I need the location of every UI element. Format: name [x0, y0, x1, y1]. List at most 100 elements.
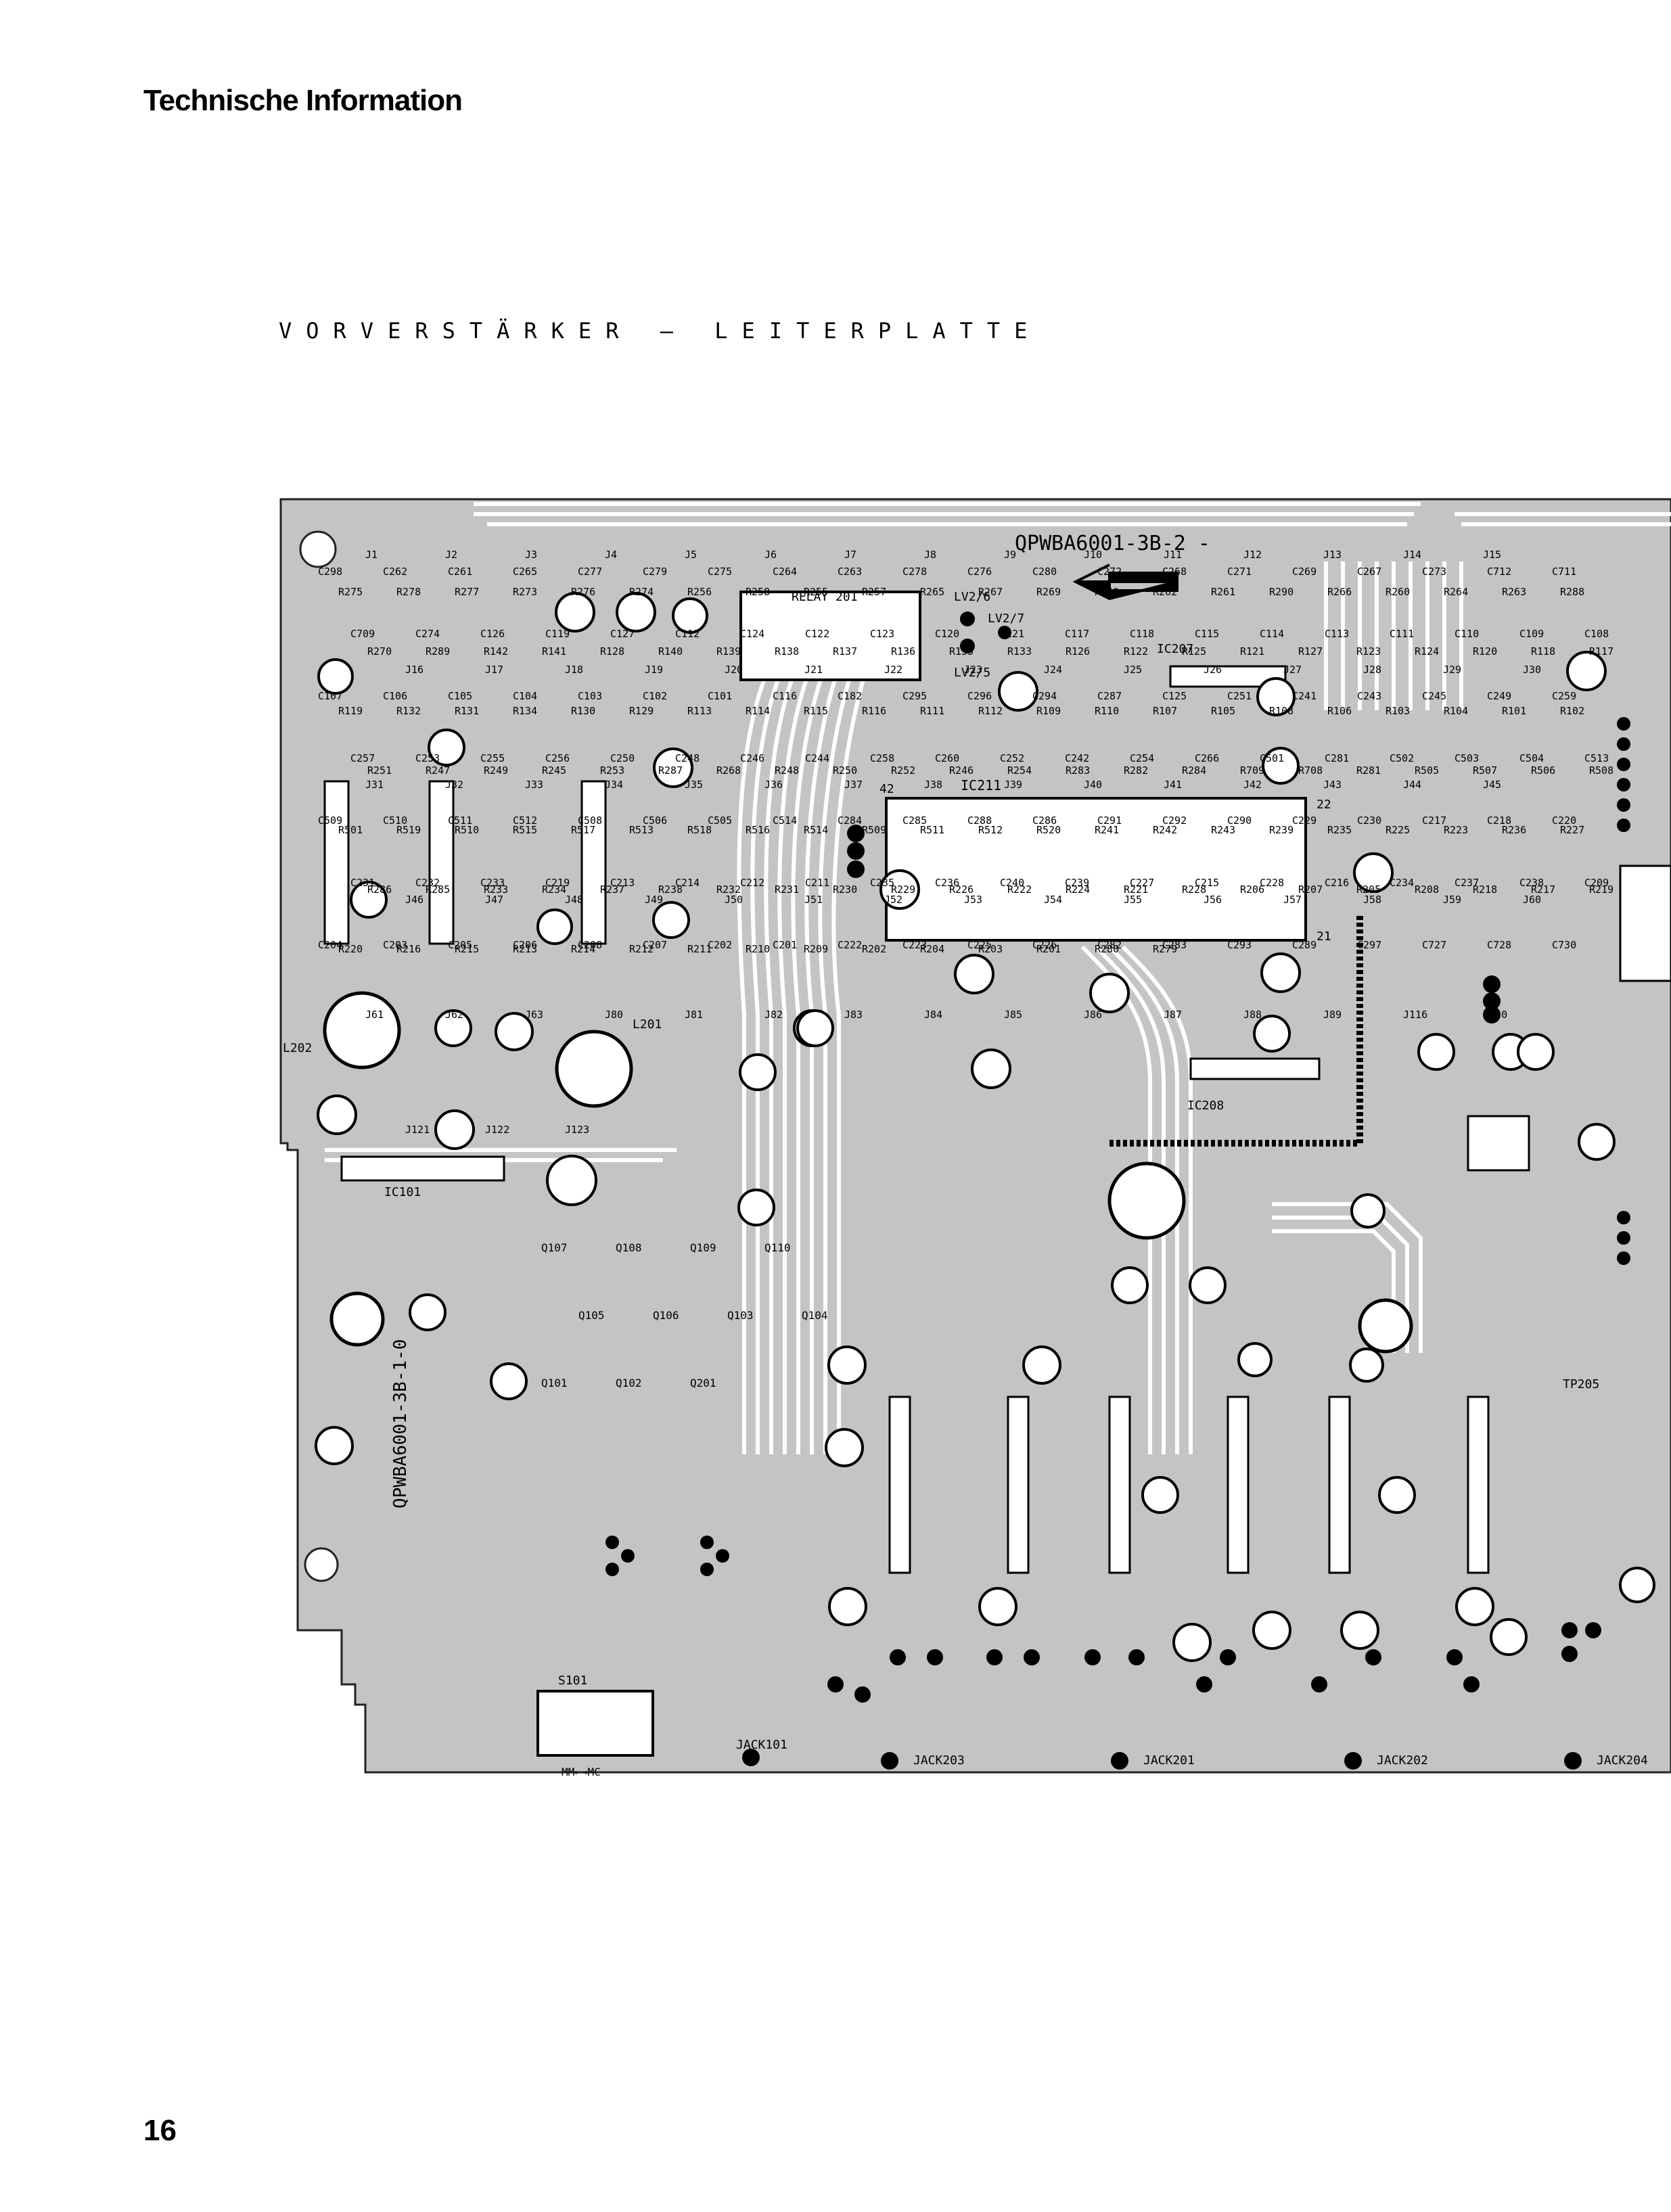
- resistor-label: R282: [1124, 764, 1148, 777]
- resistor-label: R223: [1444, 824, 1468, 836]
- capacitor-label: C273: [1422, 566, 1446, 578]
- jumper-label: J11: [1164, 549, 1182, 561]
- resistor-label: R268: [716, 764, 741, 777]
- ic-ic208: [1189, 1057, 1321, 1080]
- ic-pin: 42: [879, 782, 894, 796]
- resistor-label: R129: [629, 705, 654, 717]
- resistor-label: R141: [542, 645, 566, 658]
- jumper-label: J13: [1323, 549, 1342, 561]
- capacitor-label: C202: [708, 939, 732, 951]
- capacitor-label: C107: [318, 690, 342, 702]
- resistor-label: R284: [1182, 764, 1206, 777]
- jumper-label: J22: [884, 664, 902, 676]
- resistor-label: R216: [396, 943, 421, 955]
- jumper-label: J58: [1363, 894, 1381, 906]
- jumper-label: J60: [1523, 894, 1541, 906]
- resistor-label: R127: [1298, 645, 1323, 658]
- jumper-label: J63: [525, 1009, 543, 1021]
- resistor-label: R260: [1386, 586, 1410, 598]
- capacitor-label: C239: [1065, 877, 1089, 889]
- resistor-label: R507: [1473, 764, 1497, 777]
- capacitor-label: C283: [1162, 939, 1187, 951]
- resistor-label: R265: [920, 586, 944, 598]
- jumper-label: J8: [924, 549, 936, 561]
- capacitor-label: C287: [1097, 690, 1122, 702]
- resistor-label: R109: [1036, 705, 1061, 717]
- capacitor-label: C257: [350, 752, 375, 764]
- resistor-label: R221: [1124, 883, 1148, 896]
- capacitor-label: C264: [773, 566, 797, 578]
- capacitor-label: C236: [935, 877, 959, 889]
- resistor-label: R287: [658, 764, 683, 777]
- resistor-label: R229: [891, 883, 915, 896]
- capacitor-label: C122: [805, 628, 829, 640]
- resistor-label: R119: [338, 705, 363, 717]
- resistor-label: R117: [1589, 645, 1613, 658]
- capacitor-label: C229: [1292, 814, 1317, 827]
- capacitor-label: C293: [1227, 939, 1252, 951]
- capacitor-label: C222: [838, 939, 862, 951]
- jumper-label: J43: [1323, 779, 1342, 791]
- ic-ic202: [1328, 1396, 1351, 1574]
- ic-ic210: [323, 780, 350, 945]
- coil-label: L202: [283, 1041, 312, 1055]
- resistor-label: R211: [687, 943, 712, 955]
- resistor-label: R510: [455, 824, 479, 836]
- capacitor-label: C291: [1097, 814, 1122, 827]
- resistor-label: R122: [1124, 645, 1148, 658]
- capacitor-label: C711: [1552, 566, 1576, 578]
- capacitor-label: C258: [870, 752, 894, 764]
- resistor-label: R275: [338, 586, 363, 598]
- resistor-label: R205: [1356, 883, 1381, 896]
- capacitor-label: C116: [773, 690, 797, 702]
- resistor-label: R209: [804, 943, 828, 955]
- jumper-label: J54: [1044, 894, 1062, 906]
- ic-label: IC208: [1187, 1099, 1224, 1113]
- resistor-label: R105: [1211, 705, 1235, 717]
- jumper-label: J36: [764, 779, 783, 791]
- jumper-label: J45: [1483, 779, 1501, 791]
- jumper-label: J17: [485, 664, 503, 676]
- capacitor-label: C282: [1097, 939, 1122, 951]
- jumper-label: J53: [964, 894, 982, 906]
- jumper-label: J81: [685, 1009, 703, 1021]
- resistor-label: R258: [746, 586, 770, 598]
- resistor-label: R202: [862, 943, 886, 955]
- resistor-label: R281: [1356, 764, 1381, 777]
- capacitor-label: C502: [1390, 752, 1414, 764]
- capacitor-label: C514: [773, 814, 797, 827]
- jumper-label: J30: [1523, 664, 1541, 676]
- capacitor-label: C112: [675, 628, 700, 640]
- capacitor-grid: [315, 592, 1655, 1662]
- capacitor-label: C124: [740, 628, 764, 640]
- resistor-label: R238: [658, 883, 683, 896]
- resistor-label: R135: [949, 645, 974, 658]
- capacitor-label: C243: [1357, 690, 1381, 702]
- resistor-label: R142: [484, 645, 508, 658]
- resistor-label: R277: [455, 586, 479, 598]
- capacitor-label: C297: [1357, 939, 1381, 951]
- resistor-label: R517: [571, 824, 595, 836]
- capacitor-c120: [329, 1291, 385, 1347]
- capacitor-label: C281: [1325, 752, 1349, 764]
- capacitor-label: C288: [967, 814, 992, 827]
- ic-ic502: [1467, 1115, 1530, 1172]
- resistor-label: R232: [716, 883, 741, 896]
- resistor-label: R124: [1415, 645, 1439, 658]
- capacitor-label: C508: [578, 814, 602, 827]
- jumper-label: J84: [924, 1009, 942, 1021]
- lv-label: LV2/6: [954, 590, 990, 604]
- ic-ic206: [1467, 1396, 1490, 1574]
- capacitor-label: C225: [967, 939, 992, 951]
- resistor-label: R115: [804, 705, 828, 717]
- pcb-substrate: [279, 498, 1671, 1774]
- capacitor-label: C268: [1162, 566, 1187, 578]
- transistor-label: Q103: [727, 1309, 754, 1322]
- resistor-label: R235: [1327, 824, 1352, 836]
- resistor-label: R233: [484, 883, 508, 896]
- capacitor-label: C271: [1227, 566, 1252, 578]
- resistor-label: R520: [1036, 824, 1061, 836]
- resistor-label: R290: [1269, 586, 1294, 598]
- resistor-label: R262: [1153, 586, 1177, 598]
